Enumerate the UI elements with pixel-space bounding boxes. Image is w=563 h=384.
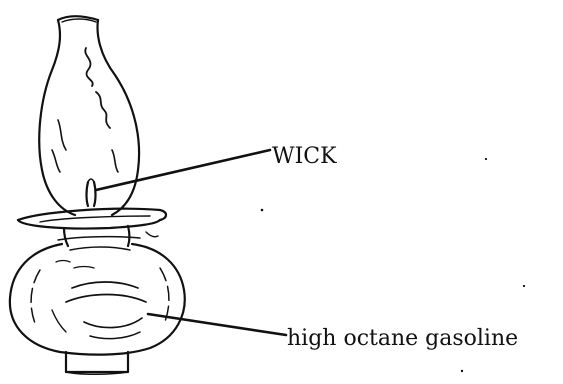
lamp-collar [18, 209, 166, 246]
wick-label: WICK [272, 144, 337, 169]
fuel-leader-line [148, 314, 286, 335]
lamp-chimney [39, 16, 139, 215]
lamp-fuel-bulb [10, 244, 185, 355]
lamp-wick [87, 179, 96, 206]
fuel-label: high octane gasoline [287, 326, 518, 351]
wick-leader-line [96, 150, 270, 190]
